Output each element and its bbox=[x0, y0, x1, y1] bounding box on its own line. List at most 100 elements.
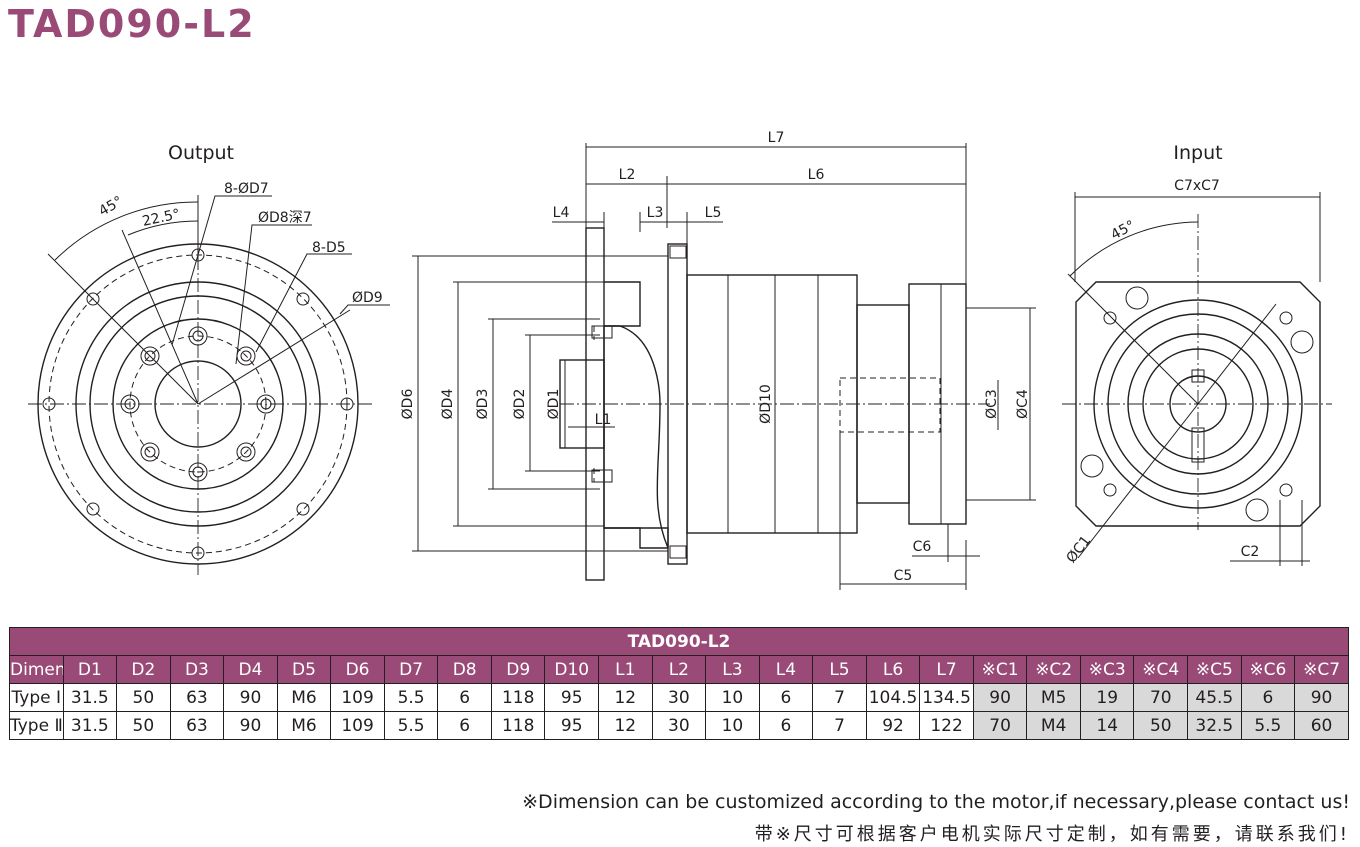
table-cell: 6 bbox=[758, 711, 814, 740]
custom-cell: 90 bbox=[1294, 683, 1349, 712]
header-cell: D3 bbox=[169, 655, 225, 684]
customization-note: ※Dimension can be customized according t… bbox=[522, 791, 1350, 813]
header-cell: L7 bbox=[919, 655, 974, 684]
l3-label: L3 bbox=[647, 205, 664, 221]
technical-drawing: Output bbox=[28, 130, 1332, 590]
header-cell: ※C7 bbox=[1294, 655, 1349, 684]
c7-label: C7xC7 bbox=[1174, 178, 1220, 194]
row-label: Type Ⅱ bbox=[9, 711, 64, 740]
row-label: Type Ⅰ bbox=[9, 683, 64, 712]
header-cell: D1 bbox=[62, 655, 118, 684]
header-cell: L5 bbox=[812, 655, 867, 684]
table-cell: 109 bbox=[330, 683, 385, 712]
table-cell: 95 bbox=[544, 711, 600, 740]
custom-cell: 6 bbox=[1240, 683, 1296, 712]
page-title: TAD090-L2 bbox=[8, 2, 256, 46]
table-cell: 5.5 bbox=[383, 683, 439, 712]
table-cell: 7 bbox=[812, 711, 867, 740]
table-cell: 12 bbox=[598, 683, 653, 712]
c1-label: ØC1 bbox=[1063, 533, 1094, 566]
header-cell: Dimension bbox=[9, 655, 64, 684]
header-cell: L2 bbox=[651, 655, 707, 684]
custom-cell: 45.5 bbox=[1187, 683, 1242, 712]
table-cell: 50 bbox=[116, 683, 171, 712]
angle-45-label: 45° bbox=[96, 193, 126, 219]
table-cell: 10 bbox=[705, 683, 760, 712]
c6-label: C6 bbox=[913, 539, 932, 555]
header-cell: L4 bbox=[758, 655, 814, 684]
table-cell: 6 bbox=[437, 711, 492, 740]
header-cell: D4 bbox=[223, 655, 278, 684]
table-cell: 30 bbox=[651, 683, 707, 712]
input-mount-holes bbox=[1080, 286, 1314, 522]
input-angle-45-label: 45° bbox=[1108, 218, 1137, 244]
output-view-title: Output bbox=[168, 142, 234, 164]
d6-label: ØD6 bbox=[400, 389, 416, 420]
table-cell: 134.5 bbox=[919, 683, 974, 712]
d2-label: ØD2 bbox=[512, 389, 528, 420]
custom-cell: 70 bbox=[1133, 683, 1189, 712]
input-view: Input C7xC7 45° ØC1 bbox=[1062, 142, 1332, 566]
l6-label: L6 bbox=[808, 167, 825, 183]
c2-label: C2 bbox=[1241, 544, 1260, 560]
header-cell: D9 bbox=[490, 655, 546, 684]
header-cell: ※C6 bbox=[1240, 655, 1296, 684]
table-cell: 90 bbox=[223, 683, 278, 712]
d3-label: ØD3 bbox=[475, 389, 491, 420]
l2-label: L2 bbox=[619, 167, 636, 183]
custom-cell: 90 bbox=[972, 683, 1028, 712]
d9-label: ØD9 bbox=[352, 290, 383, 306]
custom-cell: 5.5 bbox=[1240, 711, 1296, 740]
side-view: L7 L2 L6 L4 L3 L5 bbox=[400, 130, 1036, 590]
table-cell: 118 bbox=[490, 683, 546, 712]
d10-label: ØD10 bbox=[758, 384, 774, 424]
specifications-table: TAD090-L2 Dimension D1 D2 D3 D4 D5 D6 D7… bbox=[9, 627, 1349, 740]
table-row: Type Ⅱ 31.5 50 63 90 M6 109 5.5 6 118 95… bbox=[9, 711, 1349, 740]
table-cell: 7 bbox=[812, 683, 867, 712]
header-cell: ※C1 bbox=[972, 655, 1028, 684]
l1-label: L1 bbox=[595, 412, 612, 428]
d4-label: ØD4 bbox=[440, 389, 456, 420]
custom-cell: 19 bbox=[1079, 683, 1135, 712]
header-cell: D2 bbox=[116, 655, 171, 684]
table-cell: M6 bbox=[276, 683, 332, 712]
table-cell: 31.5 bbox=[62, 683, 118, 712]
table-cell: M6 bbox=[276, 711, 332, 740]
d7-label: 8-ØD7 bbox=[224, 181, 269, 197]
table-cell: 5.5 bbox=[383, 711, 439, 740]
custom-cell: 70 bbox=[972, 711, 1028, 740]
l5-label: L5 bbox=[705, 205, 722, 221]
table-cell: 50 bbox=[116, 711, 171, 740]
table-cell: 12 bbox=[598, 711, 653, 740]
angle-22-5-label: 22.5° bbox=[141, 206, 182, 230]
table-cell: 30 bbox=[651, 711, 707, 740]
l4-label: L4 bbox=[553, 205, 570, 221]
header-cell: ※C4 bbox=[1133, 655, 1189, 684]
table-cell: 63 bbox=[169, 711, 225, 740]
custom-cell: 60 bbox=[1294, 711, 1349, 740]
c5-label: C5 bbox=[894, 568, 913, 584]
table-cell: 118 bbox=[490, 711, 546, 740]
c4-label: ØC4 bbox=[1015, 389, 1031, 419]
header-cell: ※C3 bbox=[1079, 655, 1135, 684]
header-cell: ※C2 bbox=[1026, 655, 1081, 684]
custom-cell: 50 bbox=[1133, 711, 1189, 740]
table-cell: 6 bbox=[758, 683, 814, 712]
table-cell: 31.5 bbox=[62, 711, 118, 740]
d5-label: 8-D5 bbox=[312, 240, 346, 256]
table-row: Type Ⅰ 31.5 50 63 90 M6 109 5.5 6 118 95… bbox=[9, 683, 1349, 712]
custom-cell: 14 bbox=[1079, 711, 1135, 740]
customization-note-chinese: 带※尺寸可根据客户电机实际尺寸定制，如有需要，请联系我们! bbox=[754, 824, 1350, 845]
table-cell: 63 bbox=[169, 683, 225, 712]
d1-label: ØD1 bbox=[546, 389, 562, 420]
d8-label: ØD8深7 bbox=[258, 210, 312, 226]
header-cell: L3 bbox=[705, 655, 760, 684]
table-caption: TAD090-L2 bbox=[9, 627, 1349, 656]
table-cell: 109 bbox=[330, 711, 385, 740]
header-cell: D7 bbox=[383, 655, 439, 684]
custom-cell: 32.5 bbox=[1187, 711, 1242, 740]
header-cell: D6 bbox=[330, 655, 385, 684]
header-cell: D8 bbox=[437, 655, 492, 684]
header-cell: L1 bbox=[598, 655, 653, 684]
input-view-title: Input bbox=[1173, 142, 1222, 164]
